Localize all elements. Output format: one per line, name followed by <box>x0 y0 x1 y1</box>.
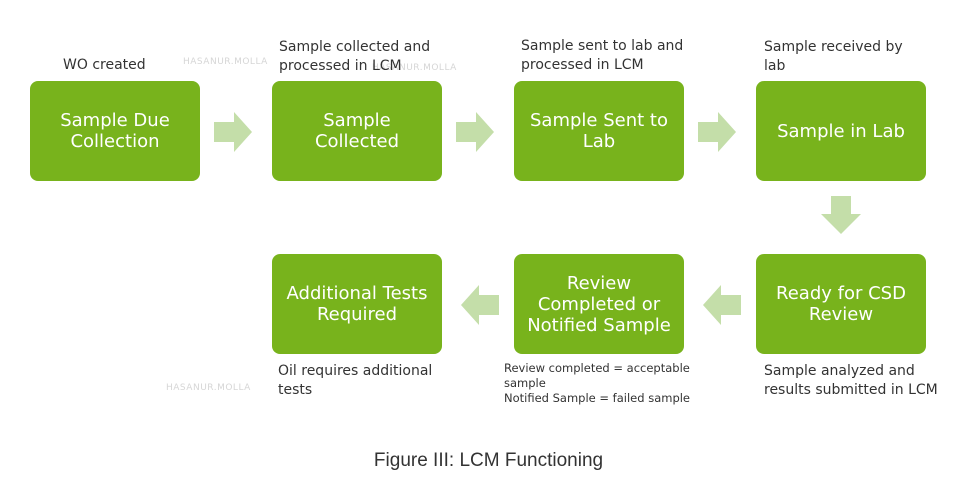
box-sample-in-lab: Sample in Lab <box>756 81 926 181</box>
note-sample-received: Sample received by lab <box>764 39 903 74</box>
box-ready-for-csd-review: Ready for CSD Review <box>756 254 926 354</box>
box-sample-due-collection: Sample Due Collection <box>30 81 200 181</box>
note-wo-created: WO created <box>63 57 146 73</box>
box-review-completed: Review Completed or Notified Sample <box>514 254 684 354</box>
box-sample-collected: Sample Collected <box>272 81 442 181</box>
arrow-right-icon <box>214 112 252 152</box>
note-sample-analyzed: Sample analyzed and results submitted in… <box>764 363 938 398</box>
box-sample-sent-to-lab: Sample Sent to Lab <box>514 81 684 181</box>
arrow-down-icon <box>821 196 861 234</box>
watermark: HASANUR.MOLLA <box>372 63 457 73</box>
arrow-left-icon <box>461 285 499 325</box>
watermark: HASANUR.MOLLA <box>166 383 251 393</box>
arrow-right-icon <box>698 112 736 152</box>
box-additional-tests: Additional Tests Required <box>272 254 442 354</box>
note-oil-requires: Oil requires additional tests <box>278 363 433 398</box>
figure-caption: Figure III: LCM Functioning <box>373 450 604 471</box>
arrow-left-icon <box>703 285 741 325</box>
note-sample-collected: Sample collected and processed in LCM <box>279 39 431 74</box>
arrow-right-icon <box>456 112 494 152</box>
note-review-completed: Review completed = acceptable sample Not… <box>504 361 691 405</box>
note-sample-sent: Sample sent to lab and processed in LCM <box>521 38 684 73</box>
watermark: HASANUR.MOLLA <box>183 57 268 67</box>
